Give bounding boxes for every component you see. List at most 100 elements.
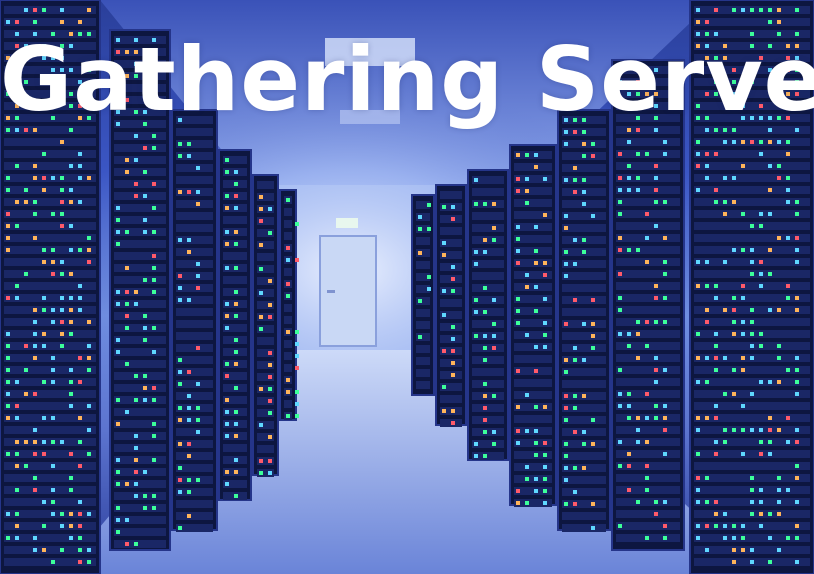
status-led [525, 501, 529, 505]
status-led [60, 44, 64, 48]
rack-unit [176, 356, 213, 364]
status-led [33, 20, 37, 24]
rack-unit [440, 251, 462, 259]
status-led [564, 442, 568, 446]
rack-unit [176, 416, 213, 424]
status-led [15, 464, 19, 468]
rack-unit [616, 78, 680, 86]
status-led [178, 238, 182, 242]
status-led [143, 470, 147, 474]
status-led [451, 409, 455, 413]
status-led [705, 128, 709, 132]
rack-unit [562, 272, 606, 280]
status-led [143, 218, 147, 222]
rack-unit [562, 416, 606, 424]
status-led [714, 296, 718, 300]
status-led [750, 248, 754, 252]
status-led [777, 92, 781, 96]
status-led [196, 286, 200, 290]
status-led [663, 524, 667, 528]
status-led [143, 374, 147, 378]
status-led [543, 441, 547, 445]
status-led [24, 200, 28, 204]
rack-unit [114, 72, 166, 80]
rack-unit [514, 319, 552, 327]
rack-unit [176, 368, 213, 376]
rack-unit [472, 308, 504, 316]
status-led [645, 236, 649, 240]
status-led [627, 176, 631, 180]
status-led [42, 176, 46, 180]
status-led [6, 380, 10, 384]
status-led [116, 302, 120, 306]
rack-unit [257, 361, 274, 369]
status-led [645, 440, 649, 444]
status-led [286, 198, 290, 202]
status-led [33, 440, 37, 444]
rack-unit [616, 114, 680, 122]
rack-unit [694, 378, 810, 386]
status-led [750, 476, 754, 480]
rack-unit [416, 225, 430, 233]
status-led [705, 308, 709, 312]
rack-unit [562, 404, 606, 412]
status-led [143, 314, 147, 318]
rack-unit [176, 404, 213, 412]
rack-unit [223, 324, 247, 332]
status-led [636, 116, 640, 120]
status-led [483, 310, 487, 314]
status-led [582, 322, 586, 326]
status-led [418, 299, 422, 303]
status-led [187, 490, 191, 494]
status-led [225, 434, 229, 438]
status-led [786, 236, 790, 240]
status-led [152, 62, 156, 66]
rack-unit [4, 426, 96, 434]
status-led [178, 382, 182, 386]
rack-unit [416, 321, 430, 329]
status-led [234, 170, 238, 174]
status-led [69, 320, 73, 324]
status-led [24, 128, 28, 132]
status-led [795, 200, 799, 204]
status-led [225, 362, 229, 366]
rack-unit [4, 102, 96, 110]
status-led [196, 274, 200, 278]
status-led [654, 116, 658, 120]
status-led [768, 128, 772, 132]
rack-unit [514, 499, 552, 507]
status-led [591, 334, 595, 338]
rack-unit [440, 299, 462, 307]
rack-unit [4, 318, 96, 326]
rack-unit [114, 252, 166, 260]
status-led [714, 152, 718, 156]
status-led [543, 261, 547, 265]
rack-unit [114, 432, 166, 440]
status-led [543, 333, 547, 337]
status-led [225, 230, 229, 234]
status-led [33, 212, 37, 216]
status-led [69, 488, 73, 492]
rack-unit [114, 360, 166, 368]
status-led [15, 524, 19, 528]
rack-unit [694, 54, 810, 62]
status-led [705, 164, 709, 168]
status-led [15, 380, 19, 384]
rack-unit [416, 237, 430, 245]
status-led [786, 188, 790, 192]
status-led [714, 356, 718, 360]
rack-unit [4, 18, 96, 26]
status-led [42, 188, 46, 192]
rack-unit [562, 260, 606, 268]
status-led [582, 118, 586, 122]
rack-unit [694, 282, 810, 290]
status-led [286, 414, 290, 418]
rack-unit [562, 332, 606, 340]
status-led [741, 284, 745, 288]
status-led [645, 68, 649, 72]
status-led [78, 512, 82, 516]
rack-unit [114, 228, 166, 236]
status-led [564, 142, 568, 146]
status-led [705, 32, 709, 36]
status-led [225, 266, 229, 270]
